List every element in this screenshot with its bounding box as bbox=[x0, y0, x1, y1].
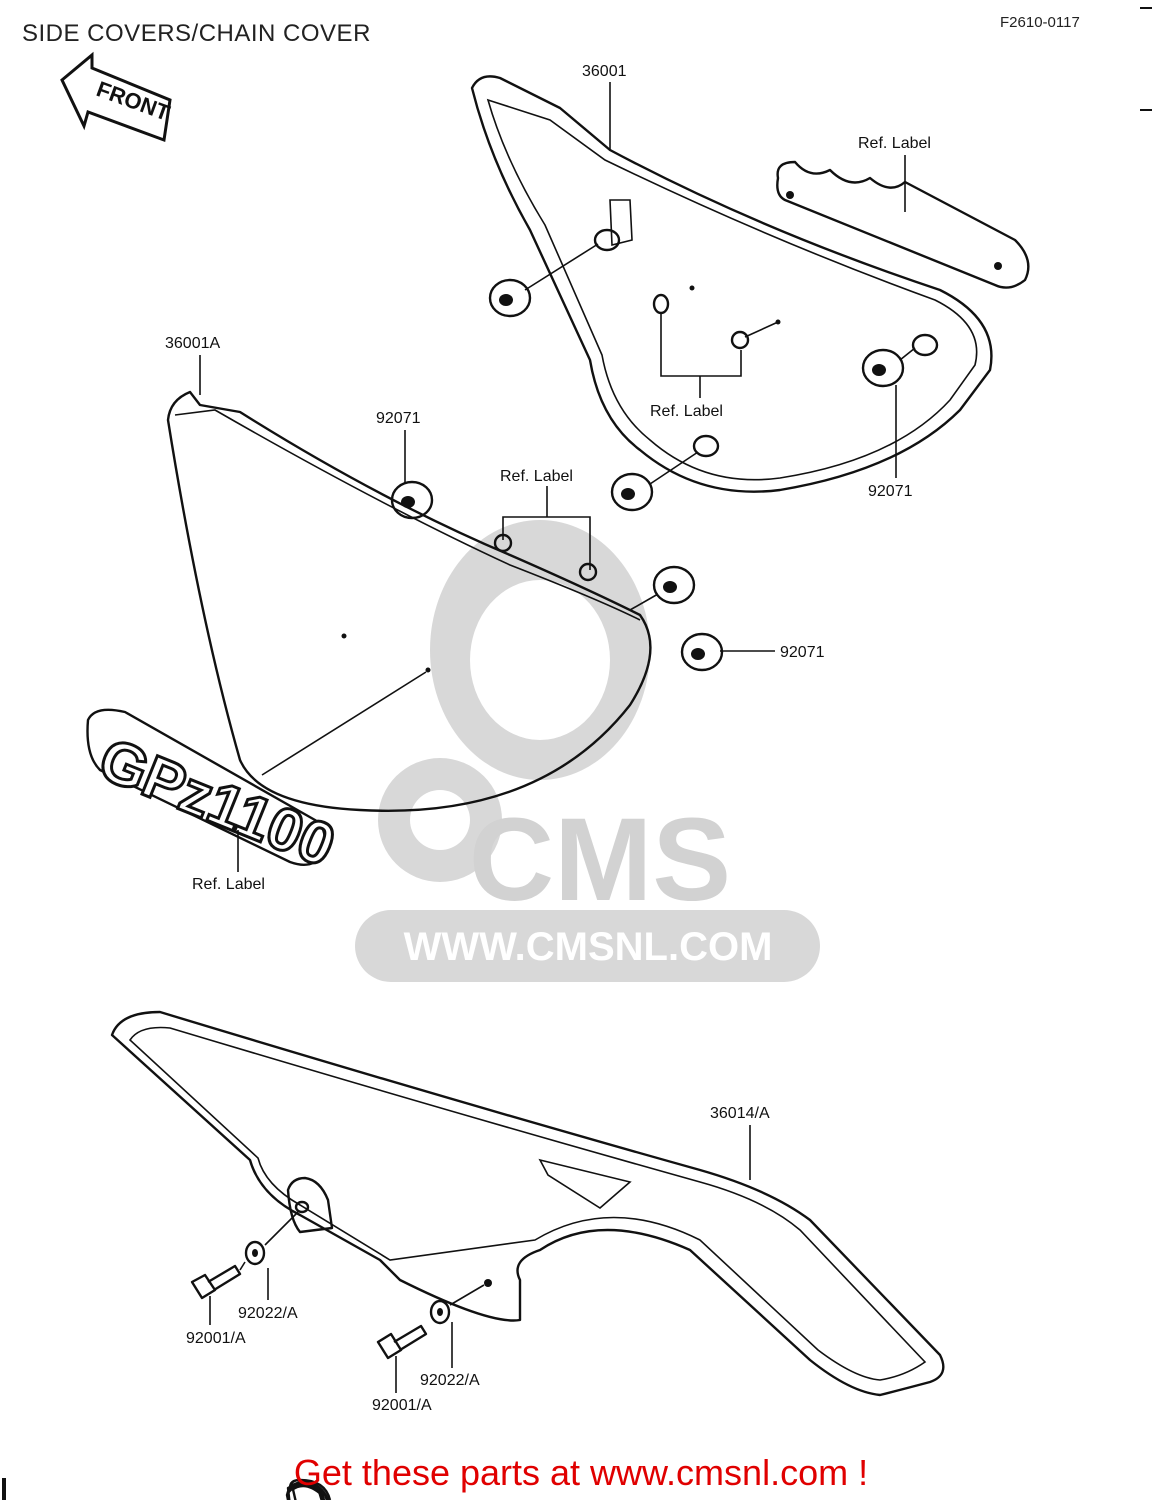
callout-92071-left-top: 92071 bbox=[376, 410, 421, 427]
callout-92001A-1: 92001/A bbox=[186, 1330, 246, 1347]
watermark-url: WWW.CMSNL.COM bbox=[404, 925, 773, 969]
callout-92071-right: 92071 bbox=[868, 483, 913, 500]
chain-cover-mount-boss bbox=[286, 1482, 323, 1500]
callout-ref-label-right-cover: Ref. Label bbox=[650, 403, 723, 420]
grommets-left-cover bbox=[390, 480, 724, 672]
side-cover-right-36001 bbox=[470, 75, 993, 493]
chain-cover-36014A bbox=[110, 1010, 945, 1500]
side-cover-left-36001A bbox=[166, 390, 652, 812]
diagram-title: SIDE COVERS/CHAIN COVER bbox=[22, 20, 371, 47]
watermark-mascot-face bbox=[470, 580, 610, 740]
callout-36001A: 36001A bbox=[165, 335, 220, 352]
callout-92022A-1: 92022/A bbox=[238, 1305, 298, 1322]
chain-cover-fasteners bbox=[190, 1211, 485, 1393]
chain-cover-upper-tab bbox=[285, 1480, 330, 1500]
gpz1100-emblem: GPz1100 bbox=[86, 708, 346, 881]
washer-icon bbox=[429, 1299, 451, 1325]
right-cover-ref-label-bracket bbox=[660, 314, 742, 398]
watermark-url-pill bbox=[355, 910, 820, 982]
bolt-icon bbox=[190, 1273, 217, 1300]
callout-92071-left-bottom: 92071 bbox=[780, 644, 825, 661]
left-cover-leaders bbox=[199, 355, 775, 652]
chain-cover-mount-boss-real bbox=[288, 493, 290, 1500]
chain-cover-boss bbox=[286, 1176, 334, 1234]
bolt-icon bbox=[376, 1332, 403, 1360]
grommets-right-cover bbox=[488, 243, 916, 512]
watermark-brand: CMS bbox=[469, 794, 731, 926]
ref-label-plate bbox=[776, 155, 1030, 289]
footer-link-text[interactable]: Get these parts at www.cmsnl.com ! bbox=[293, 1452, 869, 1493]
washer-icon bbox=[244, 1240, 266, 1266]
callout-ref-label-emblem: Ref. Label bbox=[192, 876, 265, 893]
callout-ref-label-plate: Ref. Label bbox=[858, 135, 931, 152]
callout-ref-label-left-cover: Ref. Label bbox=[500, 468, 573, 485]
callout-36001: 36001 bbox=[582, 63, 627, 80]
figure-code: F2610-0117 bbox=[1000, 14, 1080, 31]
arrow-left-icon bbox=[60, 51, 172, 143]
cms-watermark: CMS WWW.CMSNL.COM bbox=[355, 520, 820, 982]
callout-36014A: 36014/A bbox=[710, 1105, 770, 1122]
front-direction-arrow: FRONT bbox=[60, 51, 174, 143]
callout-92001A-2: 92001/A bbox=[372, 1397, 432, 1414]
callout-92022A-2: 92022/A bbox=[420, 1372, 480, 1389]
